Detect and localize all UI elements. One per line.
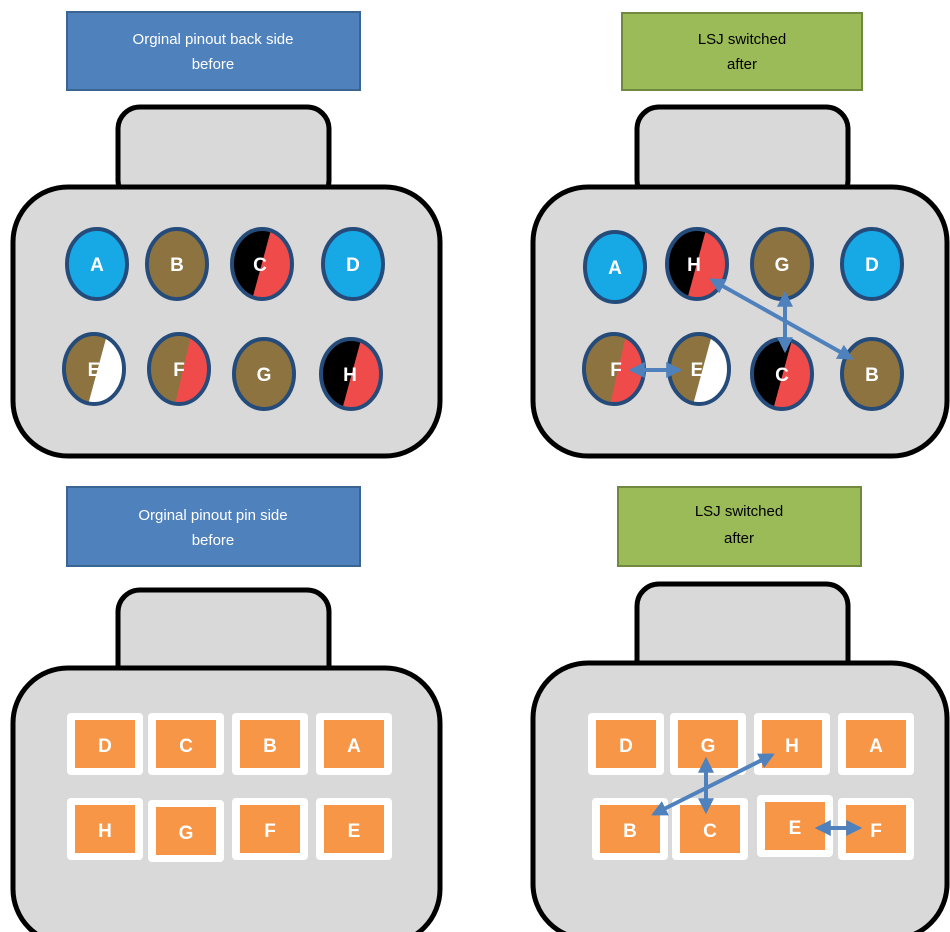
wire-pin: B <box>145 227 209 301</box>
terminal-label: C <box>703 821 717 842</box>
wire-pin: A <box>65 227 129 301</box>
wire-pin: C <box>230 227 294 301</box>
title-box-pin-after <box>617 486 862 567</box>
pin-label: C <box>253 255 267 276</box>
wire-pin: E <box>62 332 126 406</box>
terminal: B <box>592 798 668 860</box>
terminal-label: C <box>179 736 193 757</box>
wire-pin: D <box>321 227 385 301</box>
terminal-label: D <box>619 736 633 757</box>
wire-pin: B <box>840 337 904 411</box>
title-pin-before-line2: before <box>192 532 235 549</box>
pin-label: E <box>691 360 704 381</box>
pin-label: D <box>865 255 879 276</box>
pin-label: F <box>610 360 622 381</box>
connector-housing <box>530 660 950 932</box>
title-box-pin-before <box>66 486 361 567</box>
terminal-label: A <box>869 736 883 757</box>
wire-pin: G <box>232 337 296 411</box>
wire-pin: H <box>319 337 383 411</box>
pin-label: E <box>88 360 101 381</box>
connector-housing <box>530 184 950 459</box>
title-box-back-after <box>621 12 863 91</box>
panel-pin-before: Orginal pinout pin side before D C B A <box>10 486 443 932</box>
wire-pin: A <box>583 230 647 304</box>
pin-label: A <box>90 255 104 276</box>
pin-label: H <box>343 365 357 386</box>
pin-label: B <box>170 255 184 276</box>
wire-pin: G <box>750 227 814 301</box>
terminal: H <box>754 713 830 775</box>
title-box-back-before <box>66 11 361 91</box>
connector-housing <box>10 184 443 459</box>
title-pin-before-line1: Orginal pinout pin side <box>138 507 287 524</box>
terminal: A <box>316 713 392 775</box>
pin-label: H <box>687 255 701 276</box>
terminal-label: B <box>263 736 277 757</box>
terminal-label: E <box>348 821 361 842</box>
terminal-label: B <box>623 821 637 842</box>
terminal-label: H <box>785 736 799 757</box>
terminal-label: H <box>98 821 112 842</box>
terminal-label: F <box>264 821 276 842</box>
panel-back-after: LSJ switched after A H G D F <box>530 12 950 459</box>
wire-pin: F <box>582 332 646 406</box>
terminal: C <box>148 713 224 775</box>
terminal-label: F <box>870 821 882 842</box>
title-back-before-line1: Orginal pinout back side <box>133 31 294 48</box>
title-pin-after-line1: LSJ switched <box>695 503 783 520</box>
pin-label: C <box>775 365 789 386</box>
terminal: D <box>67 713 143 775</box>
panel-pin-after: LSJ switched after D G H A B <box>530 486 950 932</box>
title-back-after-line1: LSJ switched <box>698 31 786 48</box>
terminal: G <box>148 800 224 862</box>
pin-label: A <box>608 258 622 279</box>
pin-label: B <box>865 365 879 386</box>
terminal: F <box>232 798 308 860</box>
terminal-label: D <box>98 736 112 757</box>
terminal: A <box>838 713 914 775</box>
pin-label: F <box>173 360 185 381</box>
pin-label: G <box>257 365 272 386</box>
panel-back-before: Orginal pinout back side before A B C D … <box>10 11 443 459</box>
title-pin-after-line2: after <box>724 530 754 547</box>
terminal: B <box>232 713 308 775</box>
terminal: E <box>316 798 392 860</box>
terminal: C <box>672 798 748 860</box>
terminal-label: A <box>347 736 361 757</box>
pin-label: D <box>346 255 360 276</box>
terminal: F <box>838 798 914 860</box>
terminal: D <box>588 713 664 775</box>
pin-label: G <box>775 255 790 276</box>
terminal: H <box>67 798 143 860</box>
title-back-after-line2: after <box>727 56 757 73</box>
terminal-label: E <box>789 818 802 839</box>
title-back-before-line2: before <box>192 56 235 73</box>
wire-pin: D <box>840 227 904 301</box>
terminal-label: G <box>701 736 716 757</box>
wire-pin: F <box>147 332 211 406</box>
terminal-label: G <box>179 823 194 844</box>
